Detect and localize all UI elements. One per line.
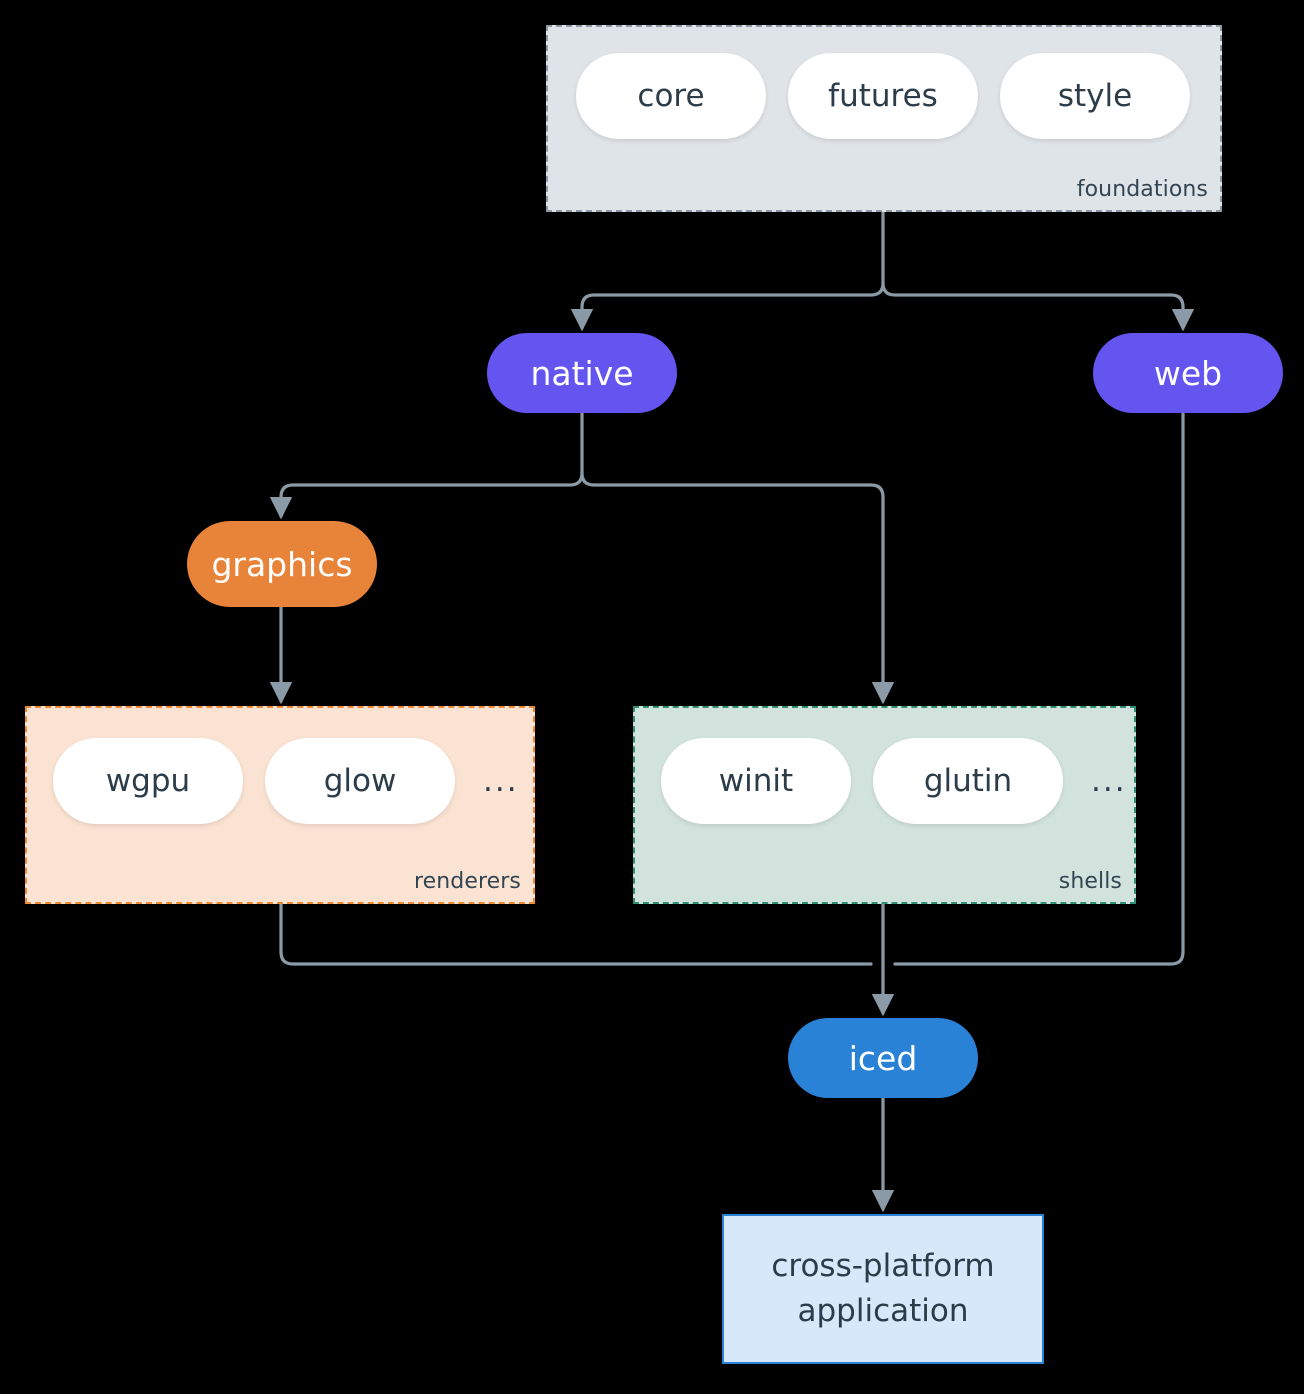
pill-style[interactable]: style (1000, 53, 1190, 139)
group-shells-label: shells (1058, 869, 1122, 894)
node-web[interactable]: web (1093, 333, 1283, 413)
pill-futures[interactable]: futures (788, 53, 978, 139)
group-renderers-label: renderers (413, 869, 521, 894)
node-native[interactable]: native (487, 333, 677, 413)
pill-glutin[interactable]: glutin (873, 738, 1063, 824)
edge-web-to-iced (893, 411, 1185, 966)
group-foundations-items: core futures style (576, 53, 1190, 139)
application-line-2: application (797, 1293, 969, 1329)
renderers-ellipsis: ... (483, 763, 519, 799)
edge-foundations-to-native (570, 281, 885, 332)
group-shells: winit glutin ... shells (633, 706, 1136, 904)
pill-wgpu[interactable]: wgpu (53, 738, 243, 824)
edge-native-to-graphics (269, 471, 584, 520)
group-foundations-label: foundations (1076, 177, 1208, 202)
edge-native-to-shells (580, 471, 895, 705)
edge-foundations-to-web (881, 281, 1195, 332)
group-foundations: core futures style foundations (546, 25, 1222, 212)
node-iced[interactable]: iced (788, 1018, 978, 1098)
pill-glow[interactable]: glow (265, 738, 455, 824)
pill-winit[interactable]: winit (661, 738, 851, 824)
group-shells-items: winit glutin ... (661, 738, 1127, 824)
pill-core[interactable]: core (576, 53, 766, 139)
node-graphics[interactable]: graphics (187, 521, 377, 607)
shells-ellipsis: ... (1091, 763, 1127, 799)
group-renderers-items: wgpu glow ... (53, 738, 519, 824)
application-line-1: cross-platform (771, 1248, 995, 1285)
edge-renderers-to-iced (279, 902, 873, 966)
group-renderers: wgpu glow ... renderers (25, 706, 535, 904)
node-cross-platform-application[interactable]: cross-platform application (722, 1214, 1044, 1364)
